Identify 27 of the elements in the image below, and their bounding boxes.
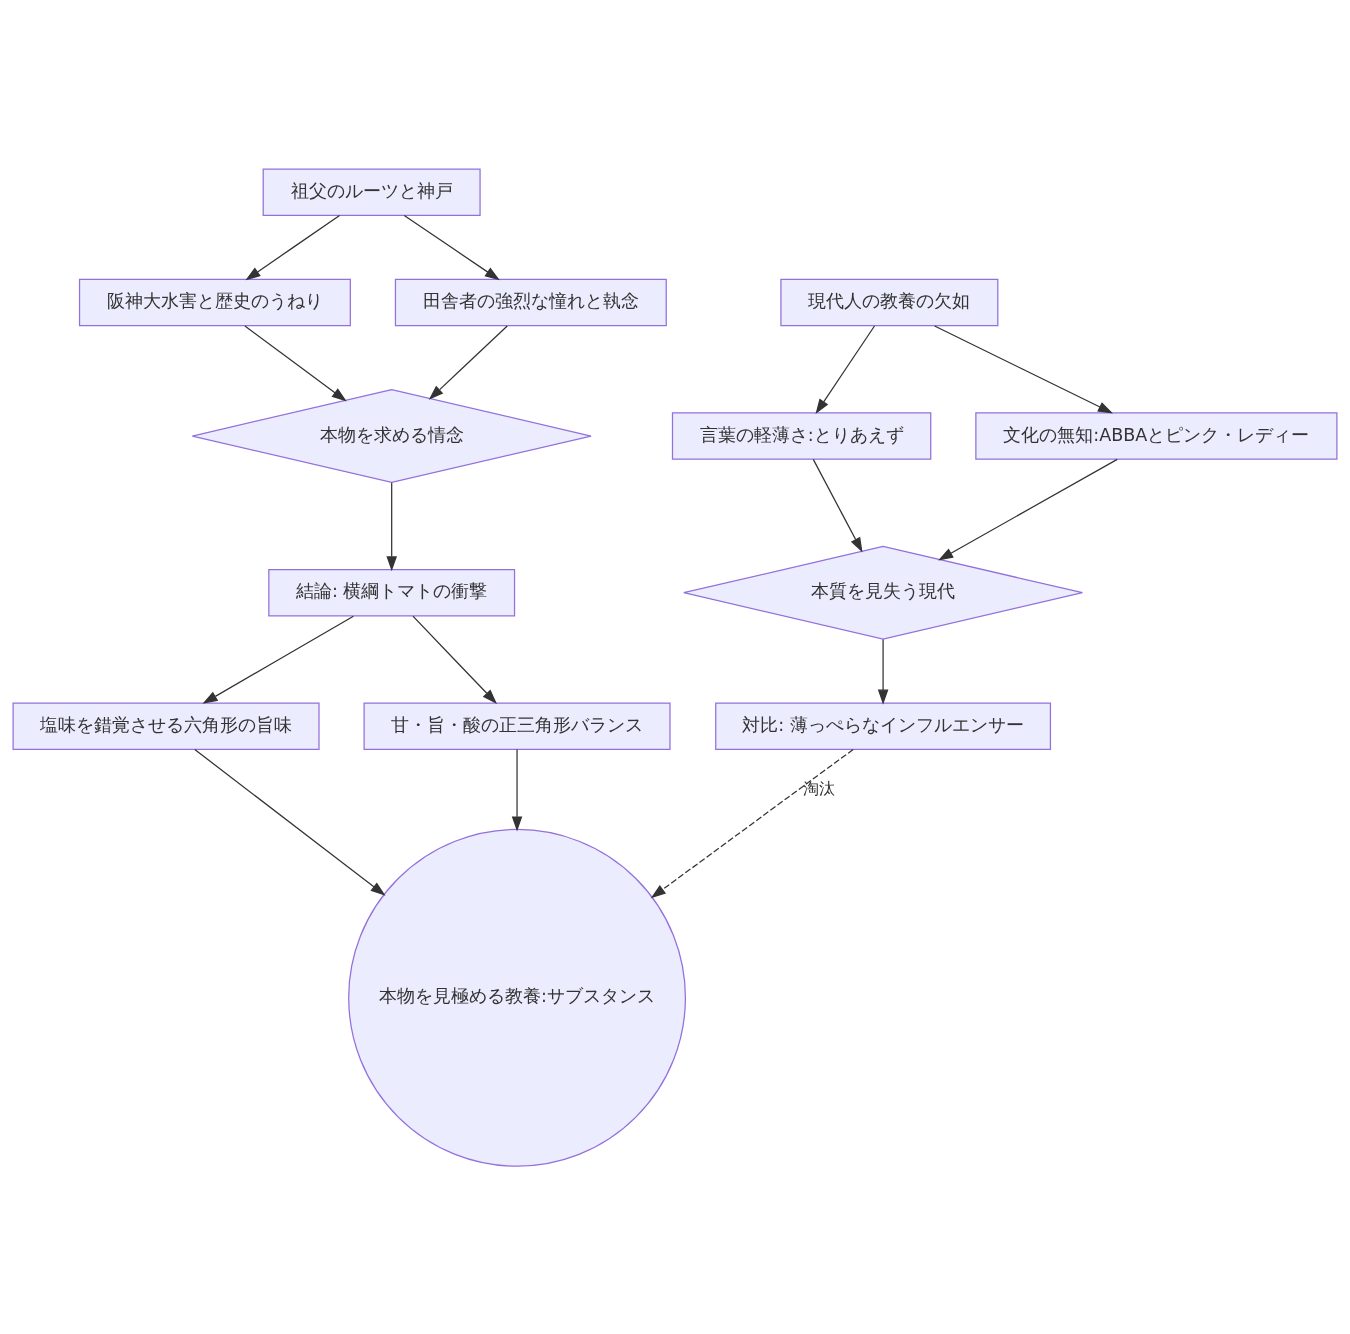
node-box: 塩味を錯覚させる六角形の旨味	[12, 701, 320, 750]
arrow	[938, 458, 1118, 560]
node-box: 結論: 横綱トマトの衝撃	[268, 568, 516, 617]
node-box: 対比: 薄っぺらなインフルエンサー	[715, 701, 1052, 750]
arrow	[934, 324, 1113, 413]
arrow	[812, 458, 863, 553]
node-box: 現代人の教養の欠如	[780, 278, 999, 326]
arrow	[386, 481, 397, 571]
node-box: 言葉の軽薄さ:とりあえず	[671, 411, 932, 460]
arrow	[194, 748, 386, 896]
arrow	[245, 214, 341, 280]
node-box: 田舎者の強烈な憧れと執念	[394, 278, 667, 326]
node-box: 文化の無知:ABBAとピンク・レディー	[975, 411, 1338, 460]
node-box: 甘・旨・酸の正三角形バランス	[363, 701, 671, 750]
arrow	[428, 324, 508, 400]
arrow	[403, 214, 500, 280]
edge-label: 淘汰	[803, 778, 836, 798]
node-circle: 本物を見極める教養:サブスタンス	[348, 828, 687, 1167]
node-box: 祖父のルーツと神戸	[262, 167, 481, 216]
arrow	[877, 638, 889, 705]
arrow	[202, 615, 355, 704]
arrow	[815, 324, 876, 414]
arrow	[244, 324, 347, 401]
arrow	[412, 615, 497, 704]
arrow	[650, 748, 854, 898]
node-box: 阪神大水害と歴史のうねり	[78, 278, 351, 326]
arrow	[511, 748, 523, 831]
